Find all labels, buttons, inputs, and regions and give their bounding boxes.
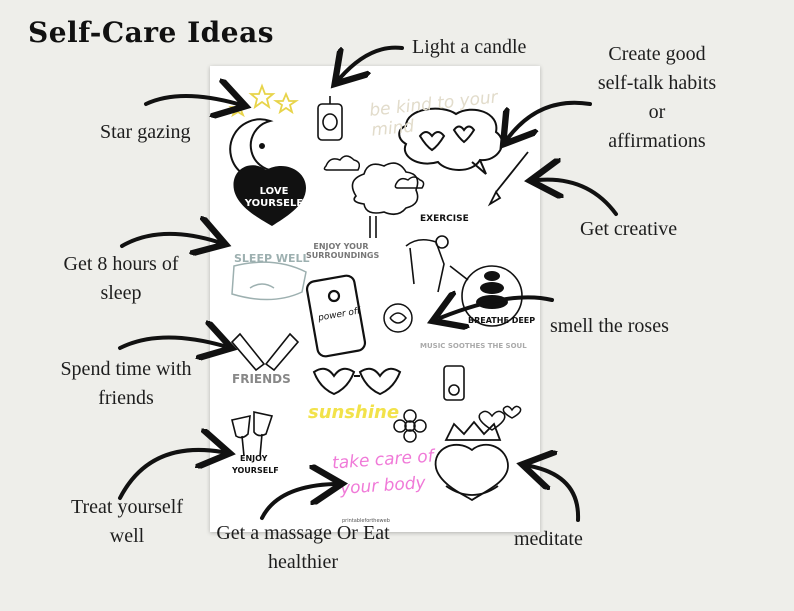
glasses-icon <box>312 367 402 396</box>
sheet-breathe-deep: BREATHE DEEP <box>468 316 536 325</box>
printable-sheet: be kind to your mind LOVE YOURSELF ENJOY… <box>210 66 540 532</box>
arrow-sleep <box>120 234 218 246</box>
sheet-footer: printablefortheweb <box>342 518 390 524</box>
label-treat: Treat yourself well <box>52 493 202 551</box>
label-star-gazing: Star gazing <box>100 121 191 143</box>
pillow-icon <box>231 261 307 301</box>
label-friends-line2: friends <box>98 387 154 409</box>
sheet-love-yourself: LOVE YOURSELF <box>244 186 304 209</box>
sheet-enjoy: ENJOY <box>240 454 268 463</box>
sheet-enjoy-surroundings: ENJOY YOUR SURROUNDINGS <box>306 242 380 260</box>
label-self-talk-line4: affirmations <box>608 130 706 152</box>
sheet-sunshine: sunshine <box>308 402 400 423</box>
label-get-creative: Get creative <box>580 218 678 240</box>
exercise-icon <box>405 235 469 293</box>
label-treat-line2: well <box>109 525 145 547</box>
rose-icon <box>383 303 413 333</box>
label-friends: Spend time with friends <box>42 355 210 413</box>
sheet-exercise: EXERCISE <box>420 214 469 224</box>
brain-icon <box>398 107 503 175</box>
phone-icon <box>305 274 367 358</box>
star-icon <box>228 83 299 118</box>
cloud-icon <box>323 155 425 189</box>
label-sleep: Get 8 hours of sleep <box>48 250 194 308</box>
paintbrush-icon <box>487 151 529 207</box>
arrow-treat <box>118 450 222 500</box>
sheet-illustrations <box>228 83 529 502</box>
label-massage: Get a massage Or Eat healthier <box>196 519 410 577</box>
label-self-talk: Create good self-talk habits or affirmat… <box>578 40 736 156</box>
arrow-creative <box>538 180 618 216</box>
page-title: Self-Care Ideas <box>28 16 274 49</box>
label-treat-line1: Treat yourself <box>70 496 184 518</box>
tree-icon <box>351 162 419 238</box>
label-self-talk-line3: or <box>648 101 666 123</box>
small-hearts-icon <box>478 405 522 431</box>
label-roses: smell the roses <box>550 315 669 337</box>
sheet-yourself: YOURSELF <box>232 466 279 475</box>
hands-icon <box>230 332 300 372</box>
sheet-friends: FRIENDS <box>232 372 291 386</box>
label-sleep-line2: sleep <box>100 282 142 304</box>
label-friends-line1: Spend time with <box>60 358 192 380</box>
candle-icon <box>317 96 343 141</box>
sheet-sleep-well: SLEEP WELL <box>234 252 310 265</box>
arrow-friends <box>118 337 224 348</box>
music-player-icon <box>443 365 465 401</box>
label-self-talk-line1: Create good <box>608 43 706 65</box>
wine-glasses-icon <box>231 411 274 457</box>
label-massage-line1: Get a massage Or Eat <box>216 522 390 544</box>
label-sleep-line1: Get 8 hours of <box>63 253 179 275</box>
flower-icon <box>393 409 427 443</box>
label-massage-line2: healthier <box>268 551 338 573</box>
meditation-heart-icon <box>434 420 509 502</box>
label-self-talk-line2: self-talk habits <box>597 72 717 94</box>
sheet-music: MUSIC SOOTHES THE SOUL <box>420 342 527 350</box>
heart-icon <box>233 165 306 226</box>
label-meditate: meditate <box>514 528 583 550</box>
label-light-candle: Light a candle <box>412 36 527 58</box>
